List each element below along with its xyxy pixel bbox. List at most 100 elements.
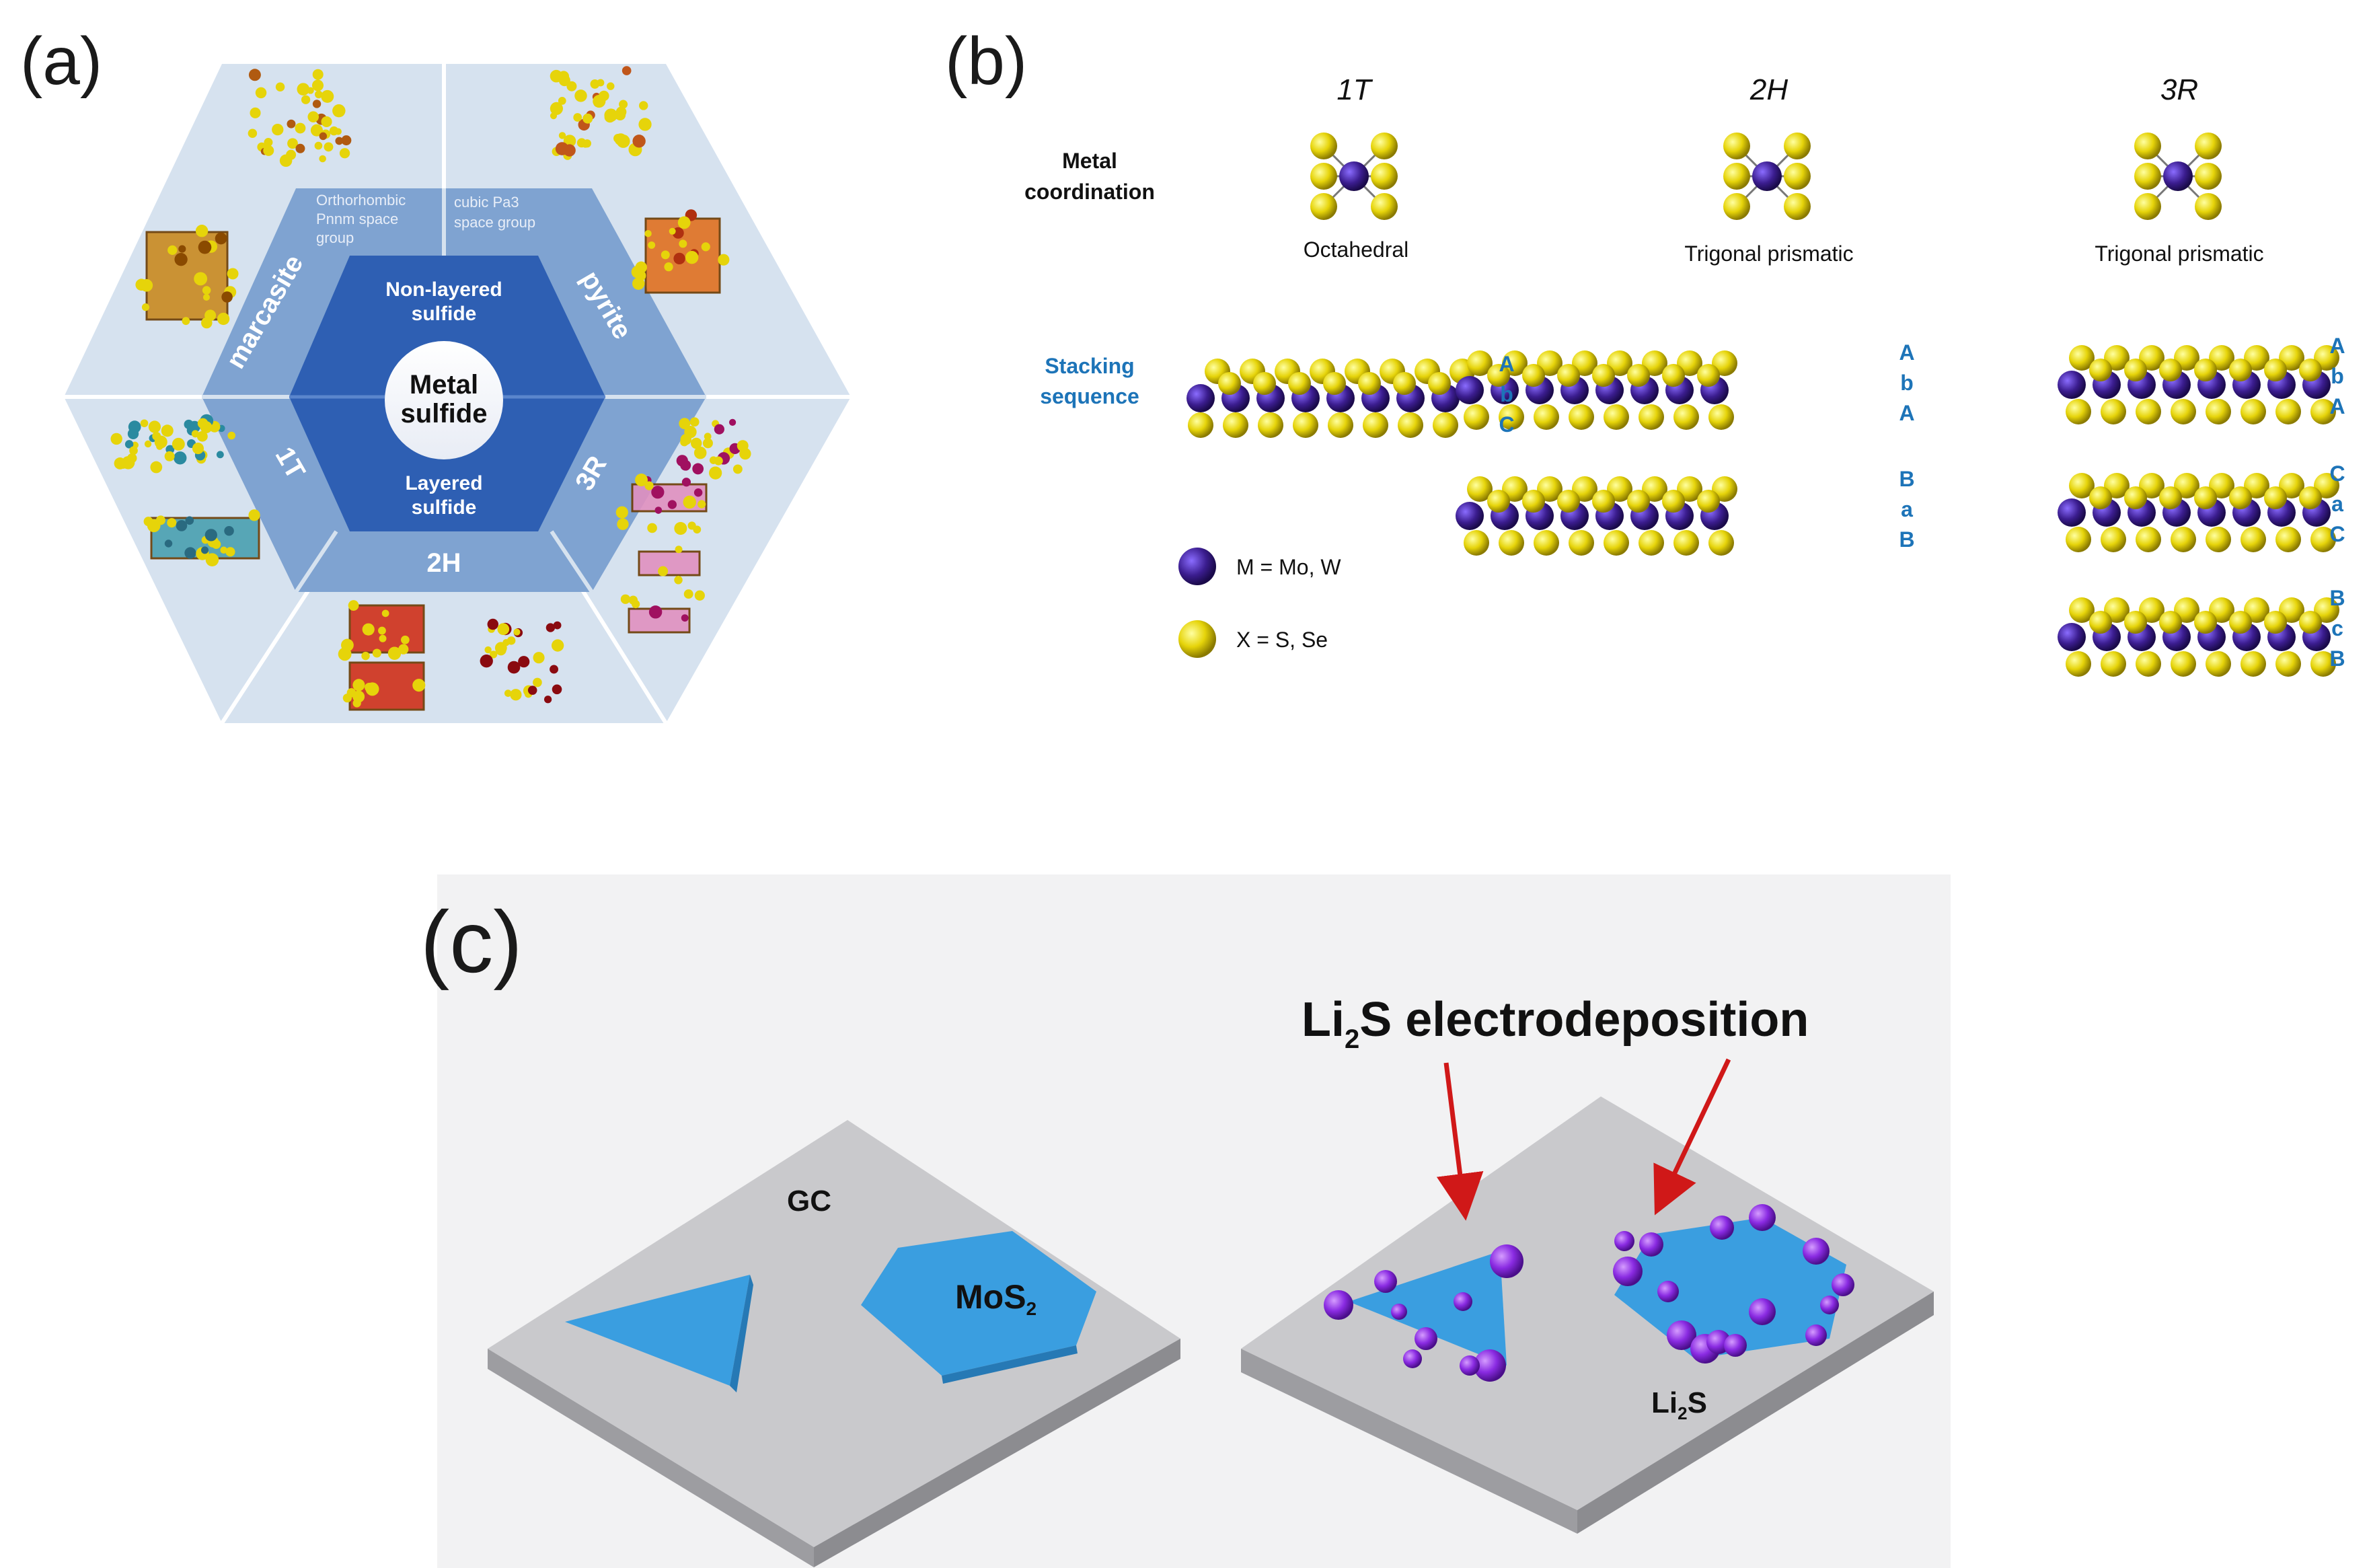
crystal-atom xyxy=(681,614,689,622)
chalcogen-atom xyxy=(2229,611,2252,634)
crystal-atom xyxy=(202,293,211,301)
crystal-atom xyxy=(128,420,141,433)
crystal-atom xyxy=(155,515,165,525)
chalcogen-atom xyxy=(2171,399,2196,424)
trigonal-2h-label: Trigonal prismatic xyxy=(1684,241,1853,266)
chalcogen-atom xyxy=(2194,611,2217,634)
crystal-atom xyxy=(172,437,185,451)
crystal-atom xyxy=(141,303,150,311)
li2s-particle xyxy=(1805,1324,1827,1346)
seq-3r-c-2: c xyxy=(2331,616,2343,640)
triangle-flake-left xyxy=(565,1275,750,1386)
crystal-atom xyxy=(617,518,629,530)
crystal-atom xyxy=(480,655,493,668)
crystal-atom xyxy=(197,418,209,429)
crystal-atom xyxy=(732,464,743,474)
seq-3r-b-2: a xyxy=(2331,492,2343,516)
crystal-atom xyxy=(312,69,324,80)
triangle-flake-right xyxy=(1349,1251,1507,1366)
crystal-atom xyxy=(129,446,138,455)
chalcogen-atom xyxy=(1592,490,1615,513)
chalcogen-atom xyxy=(1467,476,1493,502)
chalcogen-atom xyxy=(1723,163,1750,190)
crystal-atom xyxy=(714,456,723,465)
crystal-atom xyxy=(195,225,209,237)
li2s-particle xyxy=(1490,1244,1523,1278)
li2s-particle xyxy=(1403,1349,1422,1368)
chalcogen-atom xyxy=(2069,473,2095,498)
chalcogen-atom xyxy=(1371,163,1398,190)
chalcogen-atom xyxy=(1393,372,1416,395)
crystal-atom xyxy=(674,522,687,535)
chalcogen-atom xyxy=(2264,611,2287,634)
li2s-particle xyxy=(1803,1238,1830,1265)
crystal-atom xyxy=(701,242,710,252)
crystal-atom xyxy=(314,141,323,150)
seq-3r-c-1: B xyxy=(2329,586,2345,610)
chalcogen-atom xyxy=(1522,364,1545,387)
crystal-atom xyxy=(338,647,352,661)
metal-atom xyxy=(2163,161,2193,191)
li2s-particle xyxy=(1657,1281,1679,1302)
chalcogen-atom xyxy=(1310,133,1337,159)
crystal-atom xyxy=(295,122,306,134)
crystal-atom xyxy=(543,696,552,704)
stacking-label: Stacking xyxy=(1045,354,1134,378)
crystal-atom xyxy=(287,119,296,128)
crystal-atom xyxy=(124,440,134,449)
crystal-atom xyxy=(379,634,387,642)
crystal-atom xyxy=(348,600,359,611)
col-2h-title: 2H xyxy=(1749,73,1788,106)
crystal-atom xyxy=(718,254,730,266)
crystal-atom xyxy=(184,419,194,429)
seq-2h-a-2: b xyxy=(1900,371,1914,395)
crystal-atom xyxy=(275,82,285,91)
chalcogen-atom xyxy=(1371,193,1398,220)
chalcogen-atom xyxy=(1363,412,1388,438)
crystal-atom xyxy=(651,486,665,499)
crystal-atom xyxy=(248,69,261,81)
chalcogen-atom xyxy=(1697,490,1720,513)
chalcogen-atom xyxy=(1784,133,1811,159)
metal-atom xyxy=(2058,498,2086,527)
crystal-atom xyxy=(679,418,691,430)
chalcogen-atom xyxy=(2066,651,2091,677)
li2s-particle xyxy=(1613,1257,1643,1286)
crystal-atom xyxy=(566,81,577,91)
crystal-atom xyxy=(194,272,208,286)
crystal-atom xyxy=(616,135,630,148)
chalcogen-atom xyxy=(1487,490,1510,513)
panel-c-label: (c) xyxy=(420,893,523,991)
crystal-atom xyxy=(667,500,677,509)
crystal-atom xyxy=(227,268,239,280)
crystal-atom xyxy=(507,661,521,674)
chalcogen-atom xyxy=(1534,530,1559,556)
layered-3r-block-2 xyxy=(638,550,701,576)
crystal-atom xyxy=(297,83,310,96)
crystal-atom xyxy=(161,424,174,437)
seq-3r-a-1: A xyxy=(2329,334,2345,358)
chalcogen-atom xyxy=(2229,359,2252,381)
crystal-atom xyxy=(307,111,319,122)
crystal-atom xyxy=(287,138,298,149)
crystal-atom xyxy=(606,82,615,90)
seq-2h-b-1: B xyxy=(1899,467,1914,491)
seq-1t-2: b xyxy=(1500,382,1513,406)
crystal-atom xyxy=(381,609,389,618)
crystal-atom xyxy=(684,425,697,439)
crystal-atom xyxy=(144,440,152,448)
chalcogen-atom xyxy=(2159,486,2182,509)
chalcogen-atom xyxy=(1293,412,1318,438)
chalcogen-atom xyxy=(2206,651,2231,677)
crystal-atom xyxy=(680,437,689,447)
chalcogen-atom xyxy=(2134,163,2161,190)
crystal-atom xyxy=(552,684,562,695)
chalcogen-atom xyxy=(2136,527,2161,552)
crystal-atom xyxy=(635,261,647,274)
crystal-atom xyxy=(648,605,663,619)
crystal-atom xyxy=(551,639,564,652)
crystal-atom xyxy=(202,286,211,295)
li2s-particle xyxy=(1460,1355,1480,1376)
metal-atom xyxy=(1456,376,1484,404)
